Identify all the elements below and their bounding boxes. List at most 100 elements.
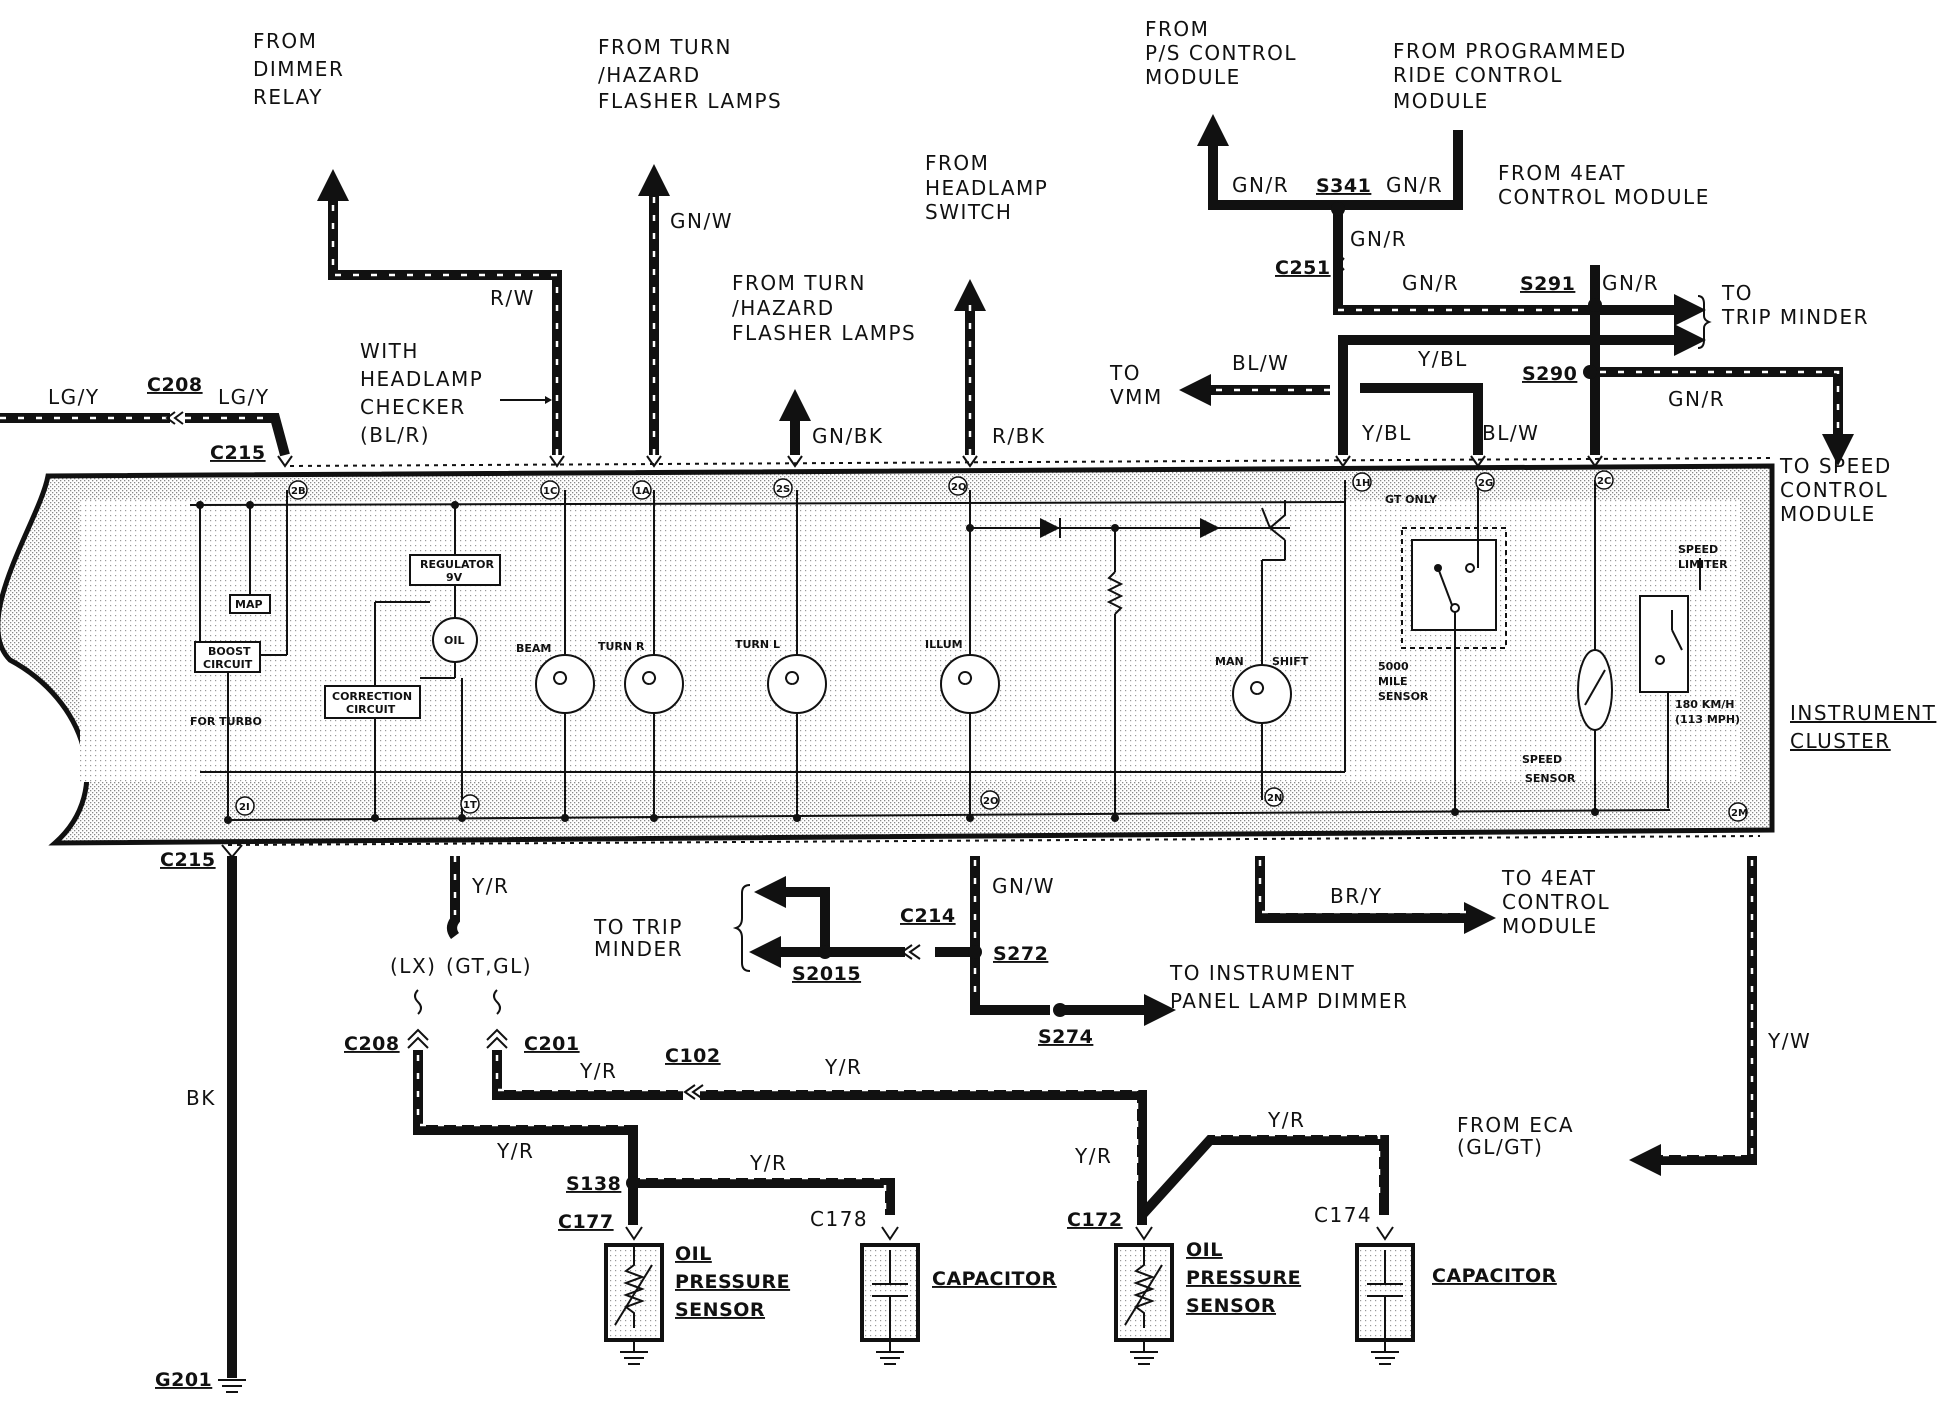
pin-2i: 2I: [235, 796, 255, 816]
cluster-turn-r-label: TURN R: [598, 640, 645, 653]
wire-label-ybl-pin: Y/BL: [1361, 421, 1412, 445]
turn-r-lamp: [624, 654, 684, 714]
to-eat-1: TO 4EAT: [1501, 866, 1597, 890]
connector-c215-bottom: C215: [160, 849, 216, 871]
to-vmm-2: VMM: [1110, 385, 1163, 409]
to-speed-control-3: MODULE: [1780, 502, 1876, 526]
cluster-limiter-1: SPEED: [1678, 543, 1718, 556]
splices-top: [165, 202, 1602, 425]
to-vmm-1: TO: [1109, 361, 1141, 385]
wire-label-yr-pin: Y/R: [471, 874, 509, 898]
wire-yr-s138-left: [413, 1050, 638, 1183]
speed-sensor: [1577, 649, 1613, 731]
wire-label-gnr-speed: GN/R: [1668, 387, 1725, 411]
wire-yr-cap1: [633, 1178, 895, 1215]
src-ride-1: FROM PROGRAMMED: [1393, 39, 1627, 63]
pin-2m: 2M: [1728, 802, 1748, 822]
pin-2n: 2N: [1264, 787, 1284, 807]
svg-text:2O: 2O: [983, 796, 998, 807]
wire-label-gnr-left: GN/R: [1232, 173, 1289, 197]
cluster-pins: 2B 1C 1A 2S 2Q 1H 2G 2C 2I 1T 2O 2N 2M: [235, 470, 1748, 822]
connector-c201-symbol: [486, 1028, 508, 1049]
cluster-mile-3: SENSOR: [1378, 690, 1429, 703]
connector-c208-top: C208: [147, 374, 203, 396]
headlamp-checker-4: (BL/R): [360, 423, 430, 447]
capacitor-1-label: CAPACITOR: [932, 1268, 1057, 1290]
to-speed-control-1: TO SPEED: [1779, 454, 1892, 478]
wire-yr-c201: [492, 1050, 683, 1100]
cluster-illum-label: ILLUM: [925, 638, 963, 651]
svg-text:1H: 1H: [1355, 478, 1370, 489]
svg-text:1C: 1C: [543, 486, 557, 497]
shift-lamp: [1232, 664, 1292, 724]
to-trip-minder-bottom-1: TO TRIP: [593, 915, 683, 939]
wire-label-yr-c102: Y/R: [824, 1055, 862, 1079]
svg-text:1T: 1T: [463, 800, 477, 811]
svg-text:2S: 2S: [776, 484, 790, 495]
to-dimmer-2: PANEL LAMP DIMMER: [1170, 989, 1408, 1013]
to-eat-3: MODULE: [1502, 914, 1598, 938]
cluster-limiter-speed-1: 180 KM/H: [1675, 698, 1735, 711]
cluster-limiter-speed-2: (113 MPH): [1675, 713, 1740, 726]
cluster-correction-2: CIRCUIT: [346, 703, 396, 716]
transistor: [1261, 500, 1286, 541]
src-dimmer-relay-2: DIMMER: [253, 57, 344, 81]
wire-s274: [970, 1000, 1050, 1015]
trip-minder-brace: [732, 884, 751, 972]
wire-label-bk: BK: [186, 1086, 216, 1110]
connector-c174: C174: [1314, 1203, 1372, 1227]
from-eca-1: FROM ECA: [1457, 1113, 1574, 1137]
bottom-wires: [221, 835, 1761, 1378]
svg-text:2N: 2N: [1267, 793, 1282, 804]
wire-label-bry: BR/Y: [1330, 884, 1383, 908]
connector-c251-symbol: [1335, 257, 1345, 271]
src-ride-2: RIDE CONTROL: [1393, 63, 1563, 87]
wire-label-gnw-top: GN/W: [670, 209, 733, 233]
headlamp-checker-1: WITH: [360, 339, 419, 363]
svg-text:2B: 2B: [291, 486, 306, 497]
headlamp-checker-2: HEADLAMP: [360, 367, 483, 391]
cluster-mile-1: 5000: [1378, 660, 1409, 673]
bottom-components: [218, 1226, 1415, 1393]
splice-s341: [1331, 202, 1345, 216]
src-ps-2: P/S CONTROL: [1145, 41, 1297, 65]
oil-sensor-1-label-3: SENSOR: [675, 1299, 765, 1321]
wire-yr-cap2: [1138, 1135, 1389, 1219]
cluster-boost-2: CIRCUIT: [203, 658, 253, 671]
connector-s2015: S2015: [792, 963, 861, 985]
src-turn-top-1: FROM TURN: [598, 35, 732, 59]
connector-c214-symbol: [900, 944, 921, 960]
cluster-gt-only: GT ONLY: [1385, 493, 1438, 506]
svg-text:2Q: 2Q: [951, 482, 966, 493]
wire-yr-pin: [447, 856, 460, 939]
connector-s272: S272: [993, 943, 1048, 965]
wire-label-gnr-down: GN/R: [1350, 227, 1407, 251]
cluster-boost-1: BOOST: [208, 645, 251, 658]
connector-c208-symbol: [165, 411, 184, 425]
wire-label-blw-pin: BL/W: [1482, 421, 1539, 445]
src-dimmer-relay-3: RELAY: [253, 85, 323, 109]
oil-sensor-2-label-1: OIL: [1186, 1239, 1223, 1261]
instrument-cluster-label-1: INSTRUMENT: [1790, 701, 1936, 725]
labels: FROM DIMMER RELAY FROM TURN /HAZARD FLAS…: [48, 17, 1936, 1391]
splice-s138: [626, 1176, 640, 1190]
splice-s290: [1583, 365, 1597, 379]
src-headlamp-3: SWITCH: [925, 200, 1012, 224]
pin-2q: 2Q: [948, 476, 968, 496]
to-dimmer-1: TO INSTRUMENT: [1169, 961, 1355, 985]
regulator-box: [409, 554, 501, 586]
correction-circuit-box: [324, 685, 421, 719]
src-turn-top-2: /HAZARD: [598, 63, 701, 87]
connector-s341: S341: [1316, 175, 1371, 197]
cluster-speed-sensor-2: SENSOR: [1525, 772, 1576, 785]
connector-c102: C102: [665, 1045, 721, 1067]
connector-g201: G201: [155, 1369, 212, 1391]
wire-gnr-left: [1196, 113, 1338, 210]
svg-text:2G: 2G: [1478, 478, 1493, 489]
oil-sensor-2-label-2: PRESSURE: [1186, 1267, 1301, 1289]
to-eat-2: CONTROL: [1502, 890, 1610, 914]
cluster-limiter-2: LIMITER: [1678, 558, 1728, 571]
to-trip-minder-bottom-2: MINDER: [594, 937, 683, 961]
wire-label-gtgl: (GT,GL): [446, 954, 532, 978]
cluster-shift-label: SHIFT: [1272, 655, 1309, 668]
